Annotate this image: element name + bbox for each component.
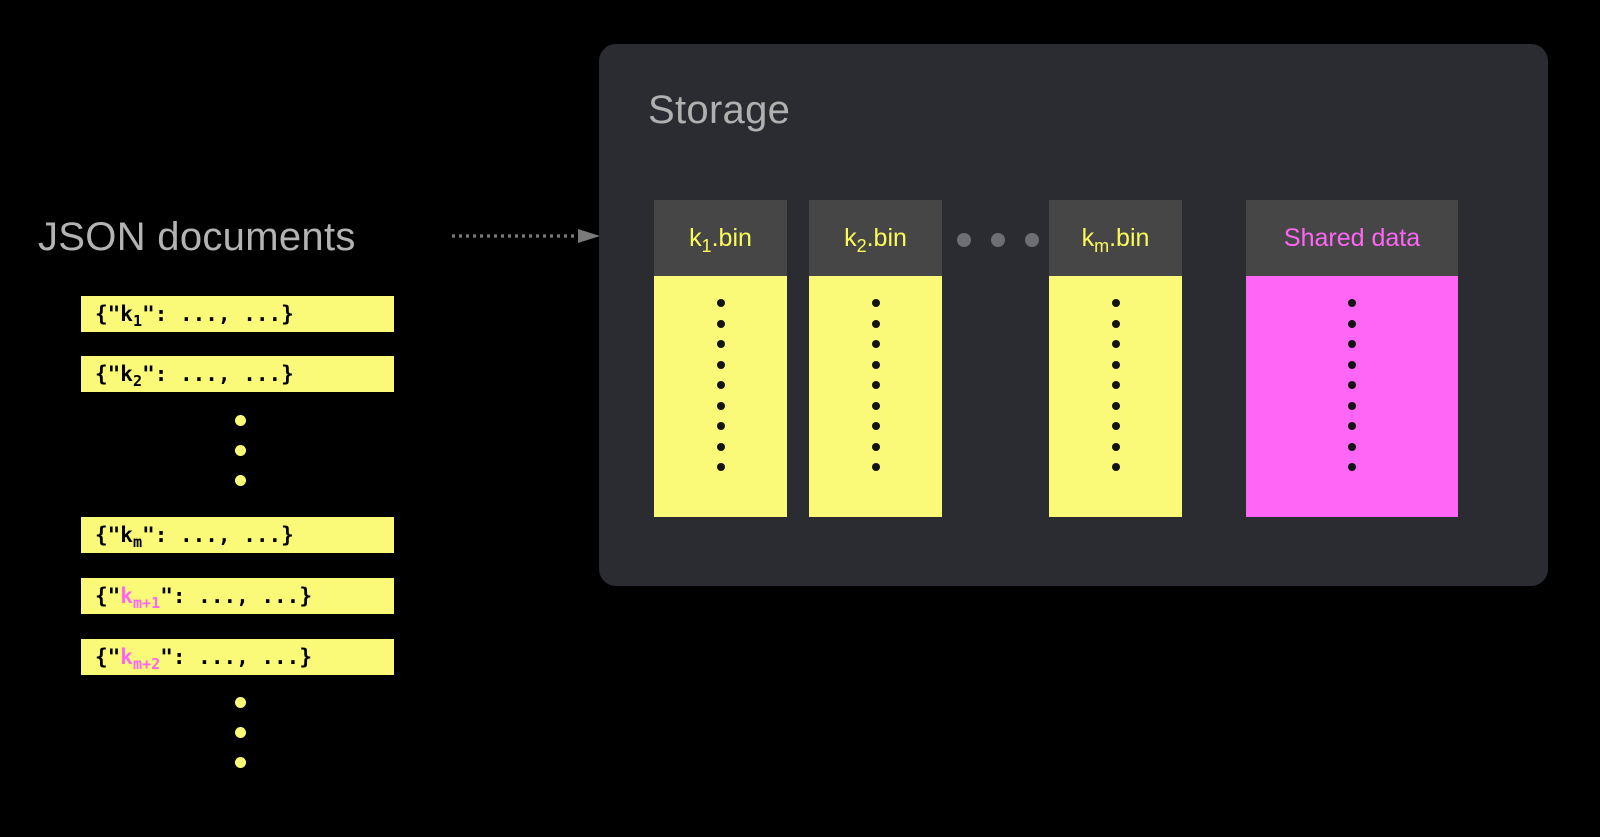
storage-column-header-shared-data: Shared data [1246,200,1458,276]
storage-body-dot [871,360,880,369]
storage-column-header-text-k1bin: k1.bin [689,223,752,256]
storage-body-dot [1348,360,1356,369]
storage-body-dot [871,463,880,471]
storage-body-dot [716,340,725,348]
documents-vertical-ellipsis-bottom [230,697,250,768]
storage-body-dot [716,401,725,410]
storage-column-body-k2bin [809,276,942,517]
storage-column-header-k2bin: k2.bin [809,200,942,276]
json-document-box-k1: {"k1": ..., ...} [81,296,394,332]
storage-body-dot [716,360,725,369]
storage-column-kmbin[interactable]: km.bin [1049,200,1182,517]
flow-arrow-icon [452,228,600,244]
storage-column-shared-data[interactable]: Shared data [1246,200,1458,517]
storage-body-dot [1111,299,1120,307]
storage-body-dot [871,340,880,348]
storage-body-dot [1348,442,1356,451]
json-document-box-km2: {"km+2": ..., ...} [81,639,394,675]
storage-body-dot [1348,319,1356,328]
storage-title: Storage [648,88,791,132]
storage-column-header-text-k2bin: k2.bin [844,223,907,256]
storage-body-dot [871,442,880,451]
storage-body-dot [716,319,725,328]
ellipsis-dot [234,475,246,486]
doc-text-k1: {"k1": ..., ...} [95,302,294,331]
storage-body-dot [1111,463,1120,471]
documents-vertical-ellipsis-top [230,415,250,486]
storage-body-dot [716,442,725,451]
ellipsis-dot [234,445,246,456]
ellipsis-dot [234,727,246,738]
storage-body-dot [1348,401,1356,410]
storage-panel: Storage k1.bin k2.bin km.bin [599,44,1548,586]
storage-column-header-k1bin: k1.bin [654,200,787,276]
storage-body-dot [716,299,725,307]
storage-body-dot [871,319,880,328]
storage-columns: k1.bin k2.bin km.bin Shared data [654,200,1514,535]
ellipsis-dot [234,757,246,768]
storage-column-k2bin[interactable]: k2.bin [809,200,942,517]
ellipsis-dot [957,233,971,247]
doc-text-k2: {"k2": ..., ...} [95,362,294,391]
storage-body-dot [1348,422,1356,430]
storage-body-dot [1111,360,1120,369]
storage-body-dot [716,422,725,430]
storage-body-dot [1111,401,1120,410]
doc-text-km: {"km": ..., ...} [95,523,294,552]
storage-body-dot [1111,381,1120,389]
storage-column-header-text-shared-data: Shared data [1283,223,1421,252]
storage-body-dot [1348,340,1356,348]
storage-column-header-text-kmbin: km.bin [1081,223,1150,256]
json-document-box-k2: {"k2": ..., ...} [81,356,394,392]
json-document-box-km: {"km": ..., ...} [81,517,394,553]
storage-column-k1bin[interactable]: k1.bin [654,200,787,517]
doc-text-km1: {"km+1": ..., ...} [95,584,312,613]
doc-text-km2: {"km+2": ..., ...} [95,645,312,674]
storage-body-dot [1111,340,1120,348]
ellipsis-dot [991,233,1005,247]
storage-body-dot [716,463,725,471]
storage-body-dot [871,401,880,410]
storage-body-dot [1348,381,1356,389]
storage-body-dot [716,381,725,389]
storage-body-dot [1111,422,1120,430]
storage-body-dot [1111,319,1120,328]
storage-body-dot [871,422,880,430]
storage-body-dot [871,381,880,389]
json-document-box-km1: {"km+1": ..., ...} [81,578,394,614]
storage-body-dot [1348,299,1356,307]
storage-column-body-kmbin [1049,276,1182,517]
storage-columns-horizontal-ellipsis [957,233,1039,247]
storage-body-dot [1111,442,1120,451]
storage-column-header-kmbin: km.bin [1049,200,1182,276]
storage-column-body-shared-data [1246,276,1458,517]
storage-body-dot [871,299,880,307]
ellipsis-dot [234,415,246,426]
storage-body-dot [1348,463,1356,471]
json-documents-label: JSON documents [38,215,356,259]
ellipsis-dot [1025,233,1039,247]
storage-column-body-k1bin [654,276,787,517]
ellipsis-dot [234,697,246,708]
